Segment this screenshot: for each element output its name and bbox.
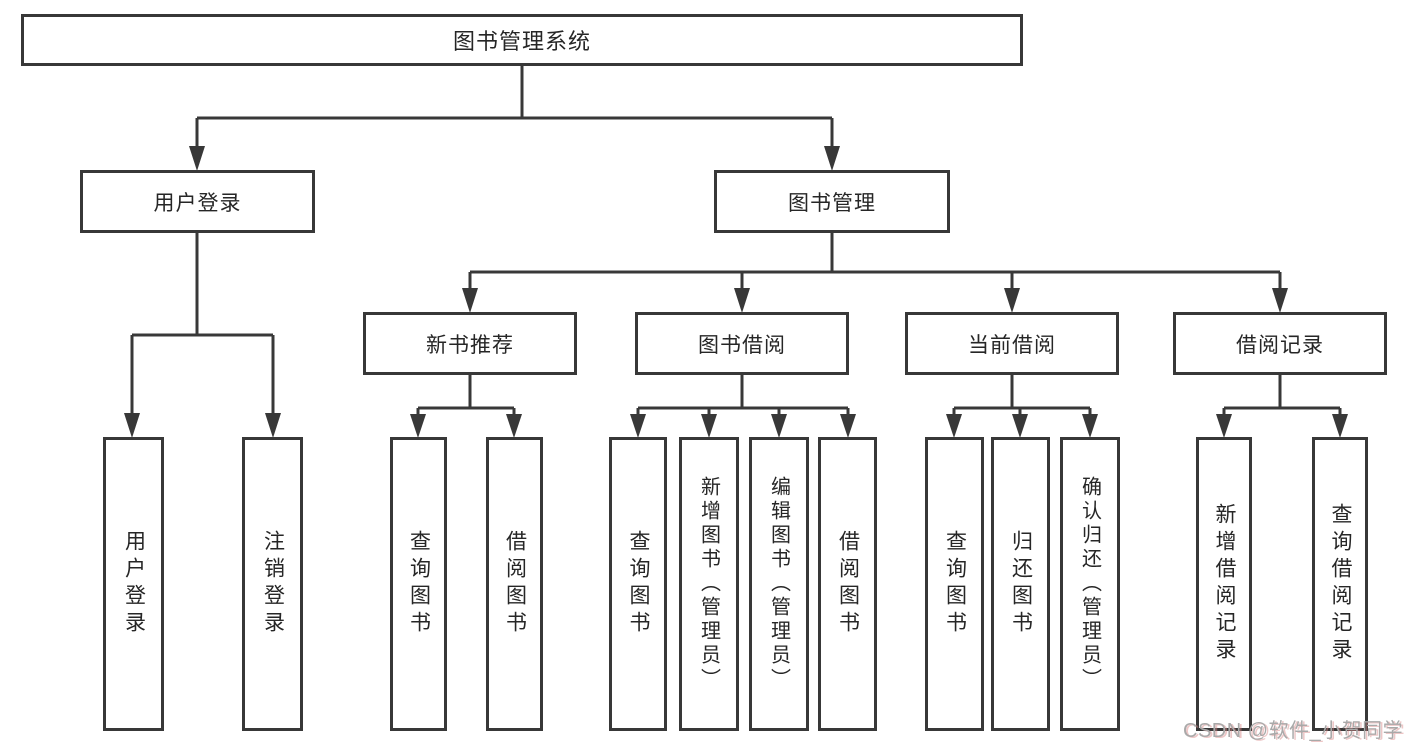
leaf-return-books: 归还图书 bbox=[991, 437, 1050, 731]
node-current-borrowing-label: 当前借阅 bbox=[968, 333, 1056, 357]
leaf-borrow-books-recommend-label: 借阅图书 bbox=[503, 530, 527, 638]
csdn-watermark: CSDN @软件_小贺同学 bbox=[1183, 720, 1404, 742]
leaf-query-books-current-label: 查询图书 bbox=[943, 530, 967, 638]
leaf-borrow-books: 借阅图书 bbox=[818, 437, 877, 731]
node-book-management-label: 图书管理 bbox=[788, 191, 876, 215]
node-current-borrowing: 当前借阅 bbox=[905, 312, 1119, 375]
node-new-book-recommend: 新书推荐 bbox=[363, 312, 577, 375]
node-book-borrowing-label: 图书借阅 bbox=[698, 333, 786, 357]
leaf-add-book-admin-label: 新增图书（管理员） bbox=[697, 476, 720, 692]
leaf-add-borrow-record-label: 新增借阅记录 bbox=[1213, 503, 1236, 665]
leaf-query-books-recommend: 查询图书 bbox=[390, 437, 447, 731]
node-new-book-recommend-label: 新书推荐 bbox=[426, 333, 514, 357]
leaf-query-books-recommend-label: 查询图书 bbox=[407, 530, 431, 638]
arrow-heads bbox=[124, 146, 1348, 438]
node-user-login-label: 用户登录 bbox=[153, 191, 242, 215]
node-book-borrowing: 图书借阅 bbox=[635, 312, 849, 375]
leaf-add-borrow-record: 新增借阅记录 bbox=[1196, 437, 1252, 731]
node-borrowing-records: 借阅记录 bbox=[1173, 312, 1387, 375]
leaf-query-books-current: 查询图书 bbox=[925, 437, 984, 731]
node-borrowing-records-label: 借阅记录 bbox=[1236, 333, 1324, 357]
leaf-user-login-label: 用户登录 bbox=[122, 530, 146, 638]
leaf-borrow-books-recommend: 借阅图书 bbox=[486, 437, 543, 731]
leaf-borrow-books-label: 借阅图书 bbox=[836, 530, 860, 638]
leaf-confirm-return-admin: 确认归还（管理员） bbox=[1060, 437, 1120, 731]
leaf-edit-book-admin: 编辑图书（管理员） bbox=[749, 437, 809, 731]
leaf-query-books-borrowing: 查询图书 bbox=[609, 437, 667, 731]
leaf-confirm-return-admin-label: 确认归还（管理员） bbox=[1078, 476, 1101, 692]
leaf-query-books-borrowing-label: 查询图书 bbox=[627, 530, 650, 638]
node-library-system: 图书管理系统 bbox=[21, 14, 1023, 66]
leaf-logout: 注销登录 bbox=[242, 437, 303, 731]
node-user-login: 用户登录 bbox=[80, 170, 315, 233]
node-library-system-label: 图书管理系统 bbox=[452, 29, 591, 54]
leaf-return-books-label: 归还图书 bbox=[1009, 530, 1033, 638]
leaf-add-book-admin: 新增图书（管理员） bbox=[679, 437, 739, 731]
leaf-edit-book-admin-label: 编辑图书（管理员） bbox=[767, 476, 790, 692]
node-book-management: 图书管理 bbox=[714, 170, 950, 233]
leaf-query-borrow-record-label: 查询借阅记录 bbox=[1329, 503, 1352, 665]
leaf-logout-label: 注销登录 bbox=[261, 530, 285, 638]
leaf-user-login: 用户登录 bbox=[103, 437, 164, 731]
leaf-query-borrow-record: 查询借阅记录 bbox=[1312, 437, 1368, 731]
